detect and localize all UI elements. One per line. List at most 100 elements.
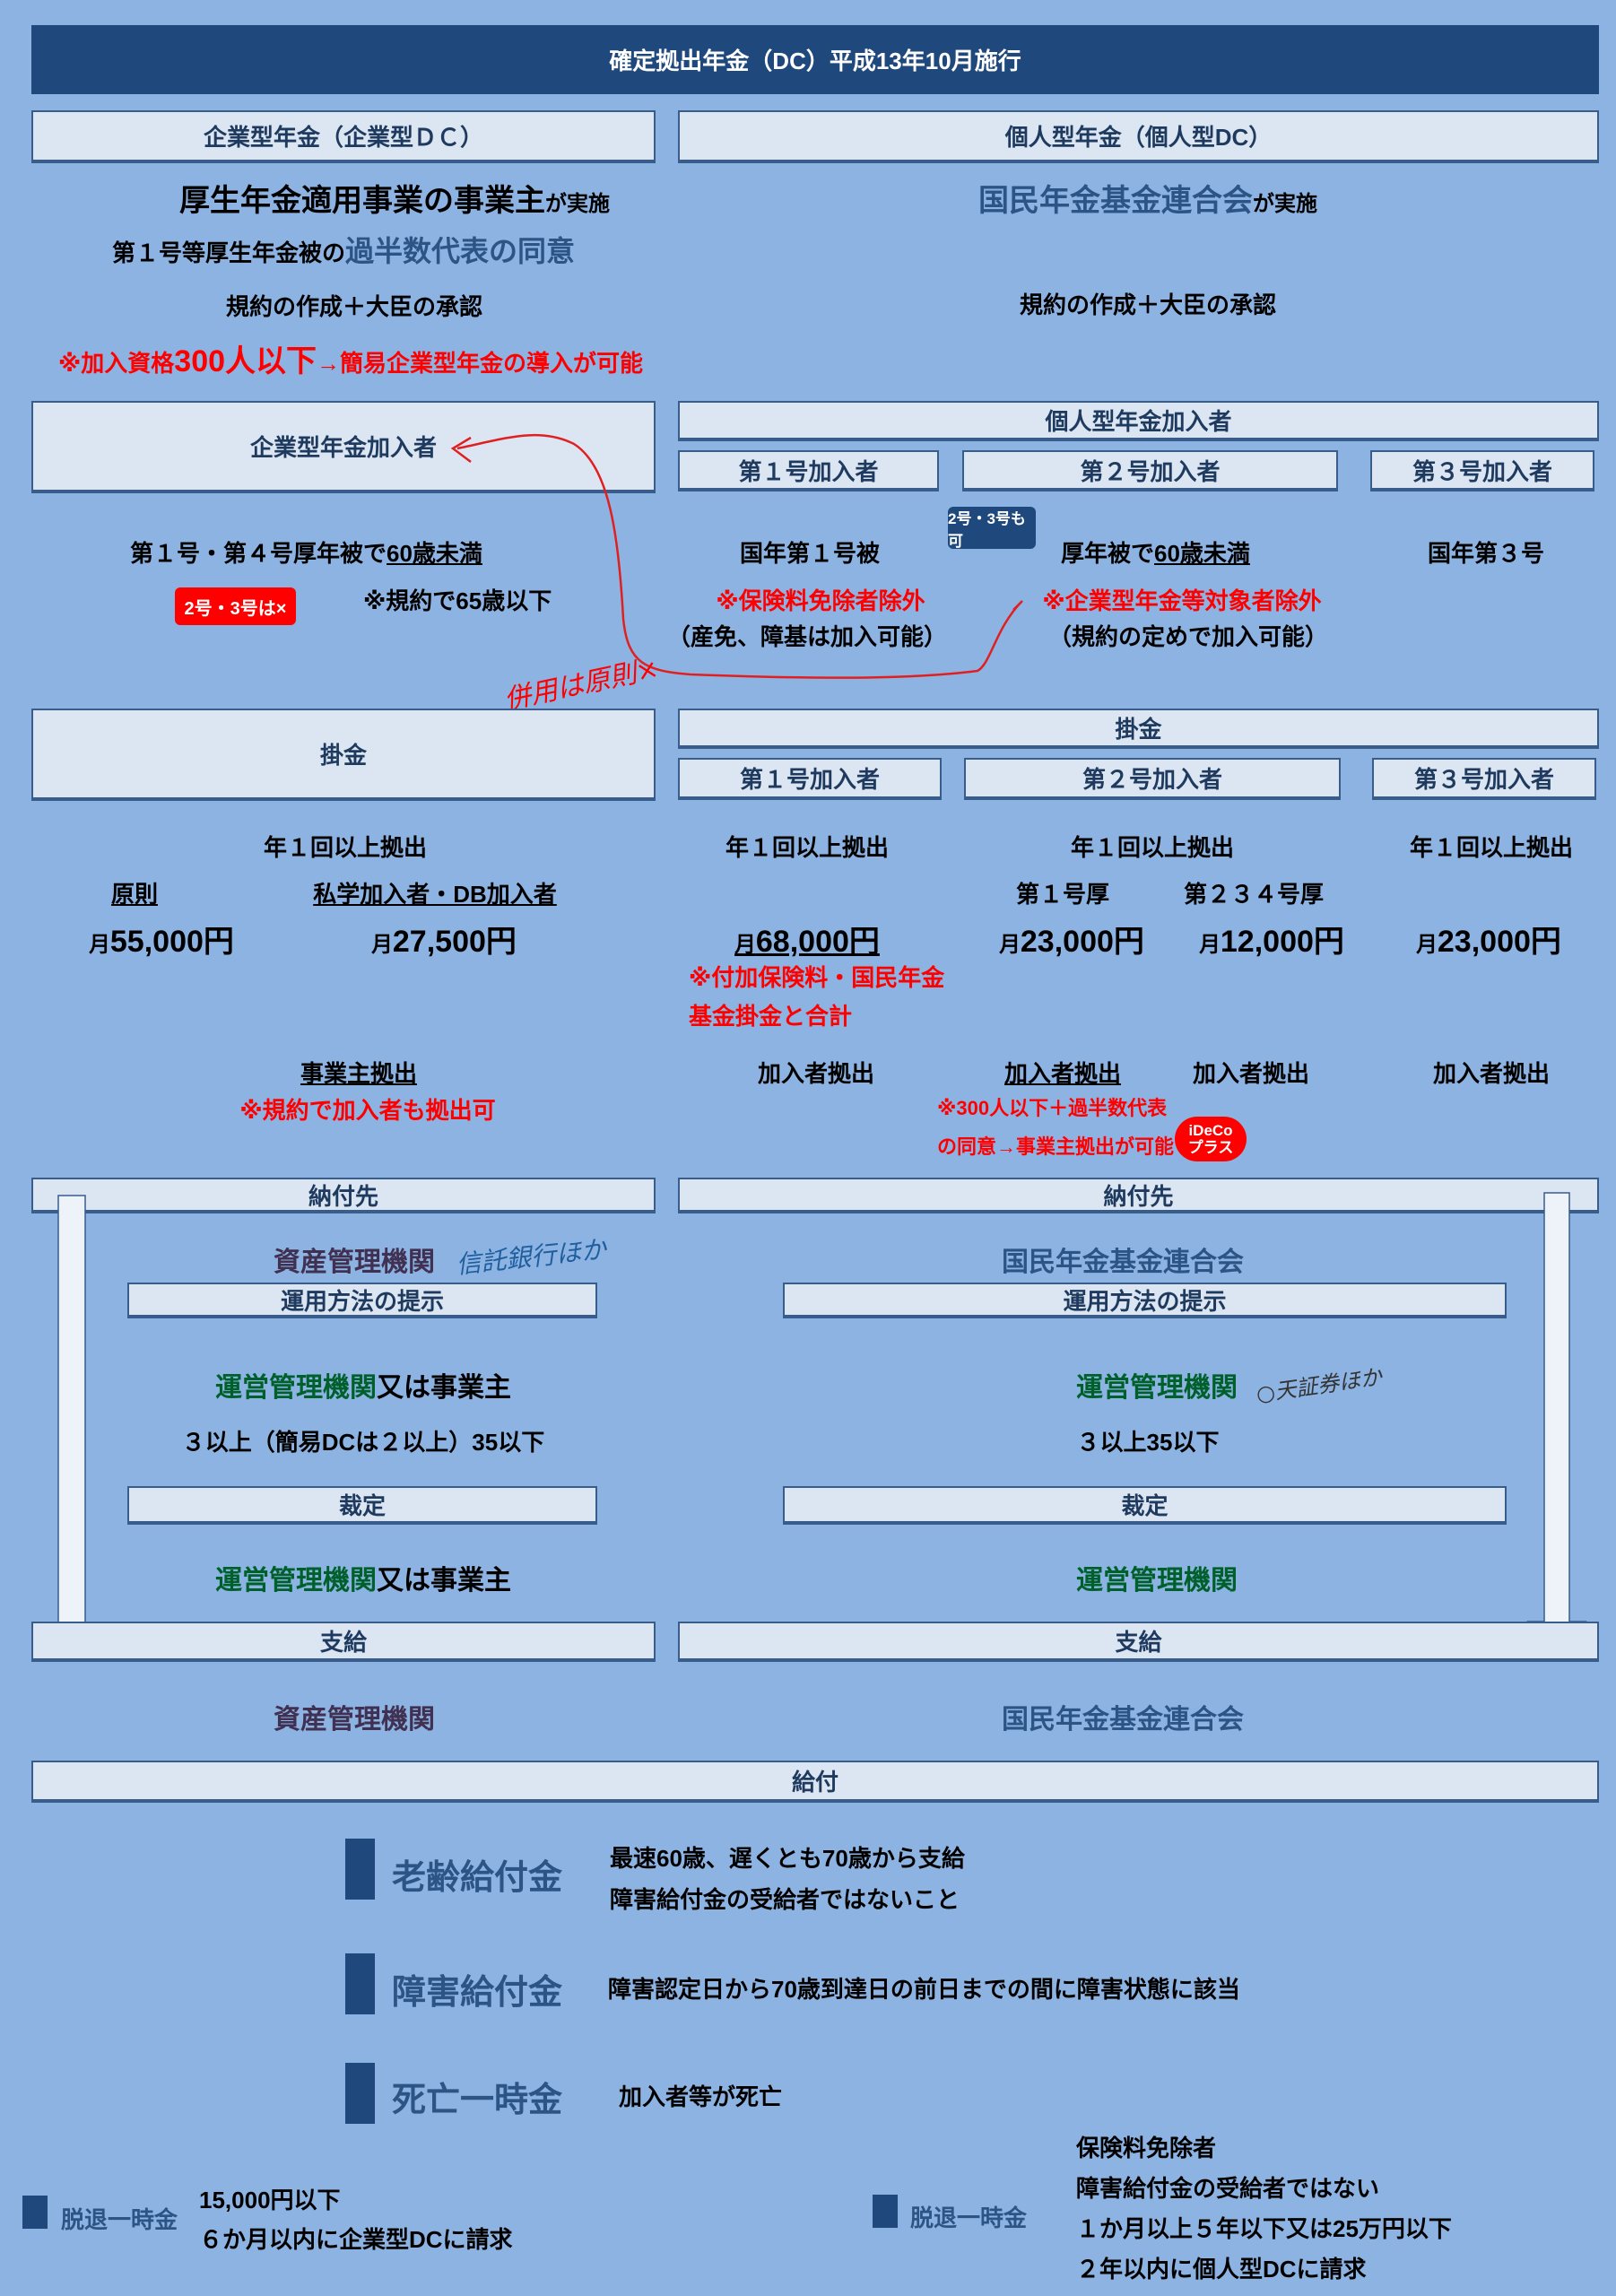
implementer-suffix: が実施 xyxy=(1253,192,1317,216)
unit: 月 xyxy=(734,933,756,957)
principle-label: 原則 xyxy=(110,881,159,908)
contrib-cat-3: 第３号加入者 xyxy=(1372,758,1596,800)
amount-cat2b: 月12,000円 xyxy=(1199,917,1344,961)
benefit-name: 障害給付金 xyxy=(392,1974,563,2012)
cat2-note: ※企業型年金等対象者除外 xyxy=(1042,587,1322,614)
desc-part: 60歳未満 xyxy=(1154,540,1250,567)
implementer-main: 厚生年金適用事業の事業主 xyxy=(179,184,545,218)
withdraw-desc: 保険料免除者 xyxy=(1076,2135,1217,2161)
corporate-implementer: 厚生年金適用事業の事業主が実施 xyxy=(179,176,610,220)
down-arrow-icon xyxy=(1526,1192,1587,1654)
benefit-desc: 加入者等が死亡 xyxy=(619,2083,783,2110)
cat3-desc: 国年第３号 xyxy=(1427,540,1545,567)
freq: 年１回以上拠出 xyxy=(725,834,890,861)
withdraw-desc: ６か月以内に企業型DCに請求 xyxy=(199,2226,513,2253)
count-rule-left: ３以上（簡易DCは２以上）35以下 xyxy=(181,1429,545,1456)
member-payer: 加入者拠出 xyxy=(1003,1060,1122,1087)
operator-right: 運営管理機関 xyxy=(1076,1373,1238,1403)
amount: 68,000円 xyxy=(755,925,880,959)
contrib-cat-2: 第２号加入者 xyxy=(964,758,1341,800)
ideco-plus-note: ※300人以下＋過半数代表 xyxy=(937,1097,1168,1119)
freq: 年１回以上拠出 xyxy=(1409,834,1574,861)
amount-cat1: 月68,000円 xyxy=(734,917,880,961)
operator-left: 運営管理機関又は事業主 xyxy=(215,1365,511,1405)
member-payer: 加入者拠出 xyxy=(1432,1060,1551,1087)
benefit-desc: 障害認定日から70歳到達日の前日までの間に障害状態に該当 xyxy=(608,1976,1240,2003)
employer-payer: 事業主拠出 xyxy=(300,1060,418,1087)
benefit-desc: 障害給付金の受給者ではないこと xyxy=(610,1886,960,1913)
badge-text: iDeCo xyxy=(1188,1122,1233,1139)
payment-header-left: 支給 xyxy=(31,1622,656,1662)
corporate-rules: 規約の作成＋大臣の承認 xyxy=(225,293,483,320)
amount: 23,000円 xyxy=(1437,925,1561,959)
pay-to-header-left: 納付先 xyxy=(31,1178,656,1213)
badge-not-allowed: 2号・3号は× xyxy=(175,587,296,625)
contrib-cat-1: 第１号加入者 xyxy=(678,758,942,800)
ideco-plus-note2: の同意→事業主拠出が可能 xyxy=(937,1135,1175,1158)
investment-header-left: 運用方法の提示 xyxy=(127,1283,597,1318)
withdraw-name-right: 脱退一時金 xyxy=(910,2205,1028,2231)
ruling-green: 運営管理機関 xyxy=(215,1566,377,1596)
cat1-contrib-note: ※付加保険料・国民年金 xyxy=(689,964,945,991)
member-payer: 加入者拠出 xyxy=(757,1060,875,1087)
benefit-name: 死亡一時金 xyxy=(392,2082,563,2119)
corporate-dc-header: 企業型年金（企業型ＤＣ） xyxy=(31,110,656,163)
bullet-marker xyxy=(345,1839,375,1900)
amount-cat2a: 月23,000円 xyxy=(999,917,1144,961)
operator-green: 運営管理機関 xyxy=(215,1373,377,1403)
cat2-desc: 厚年被で60歳未満 xyxy=(1061,535,1250,569)
asset-manager: 資産管理機関 xyxy=(274,1248,435,1277)
amount: 12,000円 xyxy=(1220,925,1344,959)
corporate-age-note: ※規約で65歳以下 xyxy=(363,587,552,614)
simplified-dc-note: ※加入資格300人以下→簡易企業型年金の導入が可能 xyxy=(58,336,643,380)
bullet-marker xyxy=(873,2195,898,2228)
implementer-suffix: が実施 xyxy=(545,192,610,216)
ruling-right: 運営管理機関 xyxy=(1076,1566,1238,1596)
ruling-black: 又は事業主 xyxy=(377,1566,511,1596)
cat1-note: ※保険料免除者除外 xyxy=(716,587,925,614)
amount: 23,000円 xyxy=(1020,925,1144,959)
consent-main: 過半数代表の同意 xyxy=(345,235,576,267)
amount: 55,000円 xyxy=(109,925,234,959)
down-arrow-icon xyxy=(41,1195,102,1663)
count-rule-right: ３以上35以下 xyxy=(1076,1429,1220,1456)
withdraw-desc: 15,000円以下 xyxy=(199,2187,341,2213)
individual-implementer: 国民年金基金連合会が実施 xyxy=(978,176,1317,220)
investment-header-right: 運用方法の提示 xyxy=(783,1283,1507,1318)
withdraw-desc: １か月以上５年以下又は25万円以下 xyxy=(1076,2215,1452,2242)
individual-dc-header: 個人型年金（個人型DC） xyxy=(678,110,1599,163)
benefit-name: 老齢給付金 xyxy=(392,1859,563,1897)
desc-part: 厚年被で xyxy=(1061,540,1155,567)
unit: 月 xyxy=(1199,933,1221,957)
cat1-contrib-note2: 基金掛金と合計 xyxy=(689,1003,853,1030)
bullet-marker xyxy=(22,2196,48,2229)
cat2-note2: （規約の定めで加入可能） xyxy=(1047,623,1329,650)
ruling-left: 運営管理機関又は事業主 xyxy=(215,1558,511,1597)
individual-rules: 規約の作成＋大臣の承認 xyxy=(1019,291,1277,318)
withdraw-desc: 障害給付金の受給者ではない xyxy=(1076,2175,1380,2202)
member-cat-2: 第２号加入者 xyxy=(962,450,1338,491)
sub234-label: 第２３４号厚 xyxy=(1183,881,1325,908)
amount-db: 月27,500円 xyxy=(371,917,517,961)
sub1-label: 第１号厚 xyxy=(1015,881,1110,908)
pay-to-header-right: 納付先 xyxy=(678,1178,1599,1213)
unit: 月 xyxy=(89,933,110,957)
ruling-header-left: 裁定 xyxy=(127,1486,597,1525)
implementer-main: 国民年金基金連合会 xyxy=(978,184,1253,218)
cat1-desc: 国年第１号被 xyxy=(739,540,881,567)
withdraw-desc: ２年以内に個人型DCに請求 xyxy=(1076,2256,1367,2283)
corporate-members-desc: 第１号・第４号厚年被で60歳未満 xyxy=(130,535,482,569)
badge-allowed: 2号・3号も可 xyxy=(948,507,1036,550)
unit: 月 xyxy=(371,933,393,957)
corporate-members-header: 企業型年金加入者 xyxy=(31,401,656,493)
amount-principle: 月55,000円 xyxy=(89,917,234,961)
withdraw-name-left: 脱退一時金 xyxy=(61,2206,178,2233)
pay-to-federation: 国民年金基金連合会 xyxy=(1002,1248,1244,1277)
badge-text: プラス xyxy=(1187,1139,1234,1156)
member-cat-3: 第３号加入者 xyxy=(1370,450,1594,491)
consent-prefix: 第１号等厚生年金被の xyxy=(112,239,346,266)
